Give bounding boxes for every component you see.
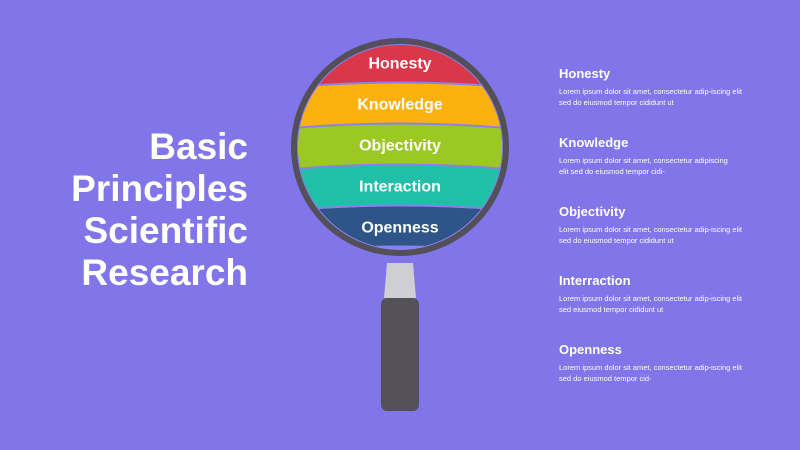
item-desc-line: Lorem ipsum dolor sit amet, consectetur … — [559, 156, 728, 165]
list-item: Openness Lorem ipsum dolor sit amet, con… — [559, 342, 789, 411]
list-item: Knowledge Lorem ipsum dolor sit amet, co… — [559, 135, 789, 204]
item-description: Lorem ipsum dolor sit amet, consectetur … — [559, 293, 789, 315]
list-item: Honesty Lorem ipsum dolor sit amet, cons… — [559, 66, 789, 135]
title-line: Basic — [149, 126, 248, 167]
item-desc-line: sed eiusmod tempor cididunt ut — [559, 305, 664, 314]
item-title: Interraction — [559, 273, 631, 288]
magnifier-neck — [384, 263, 416, 298]
list-item: Interraction Lorem ipsum dolor sit amet,… — [559, 273, 789, 342]
list-item: Objectivity Lorem ipsum dolor sit amet, … — [559, 204, 789, 273]
item-desc-line: sed do eiusmod tempor cid- — [559, 374, 652, 383]
band-label: Honesty — [368, 56, 431, 73]
item-desc-line: Lorem ipsum dolor sit amet, consectetur … — [559, 363, 742, 372]
band-label: Knowledge — [357, 97, 442, 114]
title-line: Scientific — [83, 210, 249, 251]
item-description: Lorem ipsum dolor sit amet, consectetur … — [559, 155, 789, 177]
item-title: Knowledge — [559, 135, 629, 150]
item-desc-line: sed do eiusmod tempor cididunt ut — [559, 98, 674, 107]
item-desc-line: elit sed do eiusmod tempor cidi- — [559, 167, 665, 176]
title-line: Principles — [71, 168, 248, 209]
item-description: Lorem ipsum dolor sit amet, consectetur … — [559, 224, 789, 246]
item-description: Lorem ipsum dolor sit amet, consectetur … — [559, 86, 789, 108]
item-title: Objectivity — [559, 204, 626, 219]
principles-list: Honesty Lorem ipsum dolor sit amet, cons… — [559, 66, 789, 411]
item-desc-line: Lorem ipsum dolor sit amet, consectetur … — [559, 294, 742, 303]
item-desc-line: Lorem ipsum dolor sit amet, consectetur … — [559, 87, 742, 96]
band-label: Interaction — [359, 179, 441, 196]
title-line: Research — [81, 252, 248, 293]
item-title: Openness — [559, 342, 622, 357]
item-desc-line: Lorem ipsum dolor sit amet, consectetur … — [559, 225, 742, 234]
item-desc-line: sed do eiusmod tempor cididunt ut — [559, 236, 674, 245]
page-title: Basic Principles Scientific Research — [20, 126, 248, 294]
lens-band — [298, 124, 502, 168]
lens-band — [298, 83, 502, 127]
item-description: Lorem ipsum dolor sit amet, consectetur … — [559, 362, 789, 384]
band-label: Objectivity — [359, 138, 441, 155]
item-title: Honesty — [559, 66, 611, 81]
lens-band — [298, 165, 502, 209]
band-label: Openness — [361, 220, 438, 237]
magnifier-handle — [381, 298, 419, 411]
